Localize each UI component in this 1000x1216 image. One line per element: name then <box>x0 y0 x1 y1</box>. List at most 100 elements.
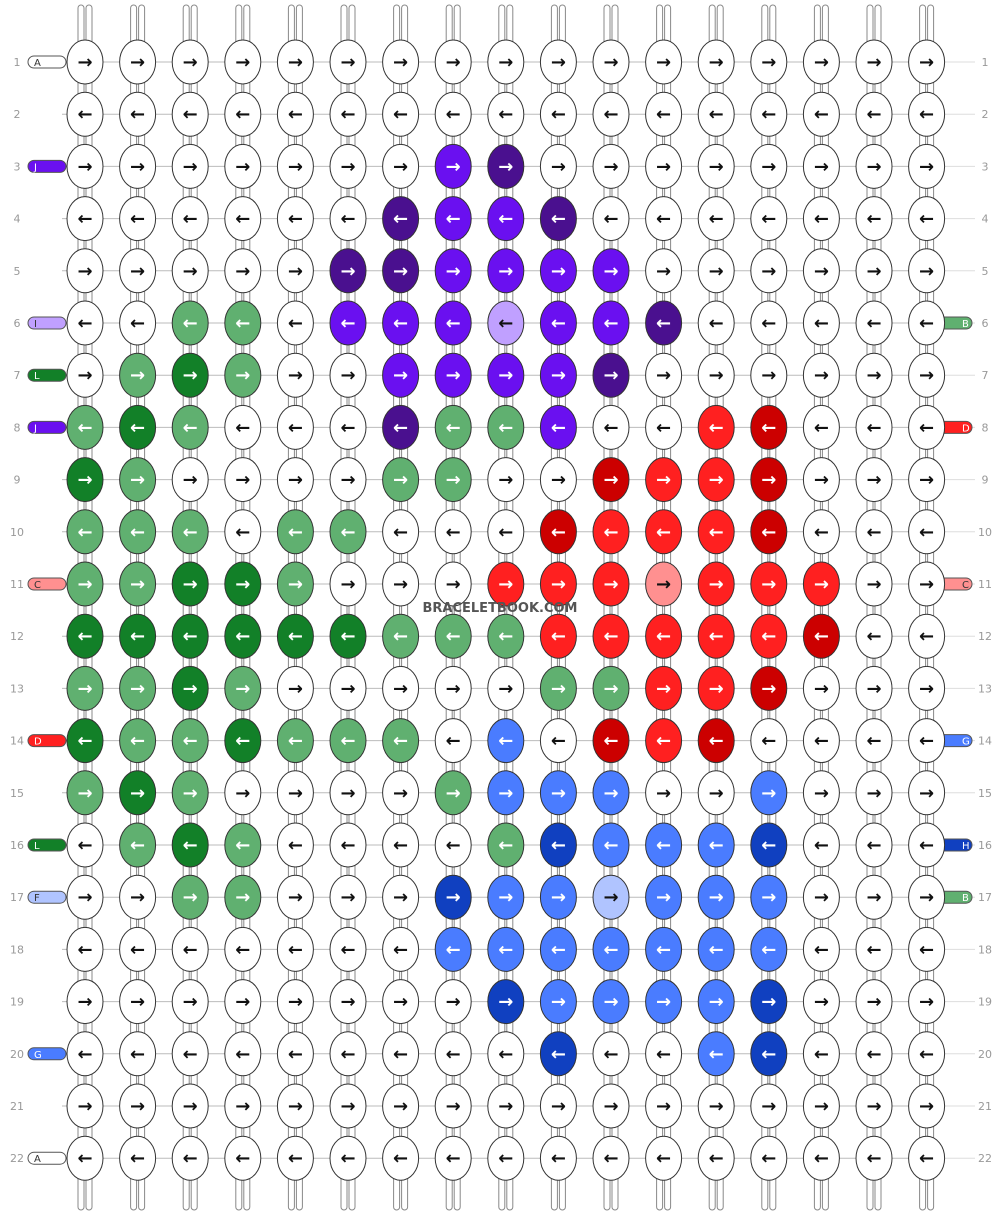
knot[interactable]: ← <box>66 822 104 868</box>
knot[interactable]: ← <box>434 613 472 659</box>
knot[interactable]: ← <box>119 926 157 972</box>
knot[interactable]: → <box>802 457 840 503</box>
knot[interactable]: ← <box>908 404 946 450</box>
knot[interactable]: ← <box>487 300 525 346</box>
knot[interactable]: ← <box>645 613 683 659</box>
knot[interactable]: ← <box>697 926 735 972</box>
knot[interactable]: → <box>908 1083 946 1129</box>
knot[interactable]: → <box>66 1083 104 1129</box>
knot[interactable]: ← <box>119 613 157 659</box>
knot[interactable]: → <box>645 665 683 711</box>
knot[interactable]: → <box>434 561 472 607</box>
knot[interactable]: ← <box>66 1031 104 1077</box>
knot[interactable]: ← <box>487 91 525 137</box>
knot[interactable]: ← <box>119 718 157 764</box>
knot[interactable]: ← <box>645 1031 683 1077</box>
knot[interactable]: ← <box>908 1031 946 1077</box>
knot[interactable]: → <box>224 665 262 711</box>
knot[interactable]: → <box>276 143 314 189</box>
knot[interactable]: → <box>855 665 893 711</box>
knot[interactable]: → <box>329 1083 367 1129</box>
knot[interactable]: ← <box>171 509 209 555</box>
knot[interactable]: → <box>119 352 157 398</box>
knot[interactable]: ← <box>645 1135 683 1181</box>
knot[interactable]: → <box>592 39 630 85</box>
knot[interactable]: ← <box>750 1135 788 1181</box>
knot[interactable]: → <box>855 1083 893 1129</box>
knot[interactable]: → <box>592 352 630 398</box>
knot[interactable]: → <box>645 979 683 1025</box>
knot[interactable]: → <box>539 770 577 816</box>
knot[interactable]: ← <box>171 613 209 659</box>
knot[interactable]: → <box>855 457 893 503</box>
knot[interactable]: → <box>382 561 420 607</box>
knot[interactable]: → <box>592 248 630 294</box>
knot[interactable]: → <box>855 979 893 1025</box>
knot[interactable]: ← <box>329 613 367 659</box>
knot[interactable]: ← <box>224 822 262 868</box>
knot[interactable]: ← <box>697 404 735 450</box>
knot[interactable]: ← <box>908 1135 946 1181</box>
knot[interactable]: → <box>487 1083 525 1129</box>
knot[interactable]: → <box>276 874 314 920</box>
knot[interactable]: ← <box>329 196 367 242</box>
knot[interactable]: → <box>908 561 946 607</box>
knot[interactable]: ← <box>802 196 840 242</box>
knot[interactable]: → <box>119 1083 157 1129</box>
knot[interactable]: → <box>224 1083 262 1129</box>
knot[interactable]: → <box>592 874 630 920</box>
knot[interactable]: ← <box>750 613 788 659</box>
knot[interactable]: ← <box>592 1135 630 1181</box>
knot[interactable]: → <box>224 561 262 607</box>
knot[interactable]: ← <box>276 91 314 137</box>
knot[interactable]: → <box>66 561 104 607</box>
knot[interactable]: → <box>66 665 104 711</box>
knot[interactable]: → <box>855 39 893 85</box>
knot[interactable]: ← <box>592 196 630 242</box>
knot[interactable]: → <box>487 352 525 398</box>
knot[interactable]: → <box>171 1083 209 1129</box>
knot[interactable]: → <box>66 979 104 1025</box>
knot[interactable]: ← <box>66 91 104 137</box>
knot[interactable]: → <box>329 248 367 294</box>
knot[interactable]: ← <box>908 509 946 555</box>
knot[interactable]: ← <box>697 196 735 242</box>
knot[interactable]: → <box>539 874 577 920</box>
knot[interactable]: ← <box>224 1031 262 1077</box>
knot[interactable]: → <box>908 457 946 503</box>
knot[interactable]: ← <box>592 300 630 346</box>
knot[interactable]: → <box>224 874 262 920</box>
knot[interactable]: ← <box>276 613 314 659</box>
knot[interactable]: ← <box>119 91 157 137</box>
knot[interactable]: ← <box>802 91 840 137</box>
knot[interactable]: ← <box>487 196 525 242</box>
knot[interactable]: ← <box>802 1031 840 1077</box>
knot[interactable]: ← <box>382 404 420 450</box>
knot[interactable]: → <box>66 874 104 920</box>
knot[interactable]: ← <box>382 718 420 764</box>
knot[interactable]: ← <box>697 300 735 346</box>
knot[interactable]: → <box>645 457 683 503</box>
knot[interactable]: → <box>539 39 577 85</box>
knot[interactable]: → <box>697 143 735 189</box>
knot[interactable]: → <box>119 143 157 189</box>
knot[interactable]: → <box>802 143 840 189</box>
knot[interactable]: → <box>119 561 157 607</box>
knot[interactable]: → <box>539 979 577 1025</box>
knot[interactable]: → <box>802 874 840 920</box>
knot[interactable]: ← <box>539 404 577 450</box>
knot[interactable]: ← <box>224 91 262 137</box>
knot[interactable]: → <box>382 874 420 920</box>
knot[interactable]: ← <box>645 196 683 242</box>
knot[interactable]: ← <box>697 1135 735 1181</box>
knot[interactable]: → <box>329 665 367 711</box>
knot[interactable]: ← <box>592 822 630 868</box>
knot[interactable]: ← <box>750 1031 788 1077</box>
knot[interactable]: ← <box>224 404 262 450</box>
knot[interactable]: ← <box>908 926 946 972</box>
knot[interactable]: ← <box>434 822 472 868</box>
knot[interactable]: ← <box>855 196 893 242</box>
knot[interactable]: ← <box>119 1031 157 1077</box>
knot[interactable]: ← <box>750 404 788 450</box>
knot[interactable]: ← <box>645 91 683 137</box>
